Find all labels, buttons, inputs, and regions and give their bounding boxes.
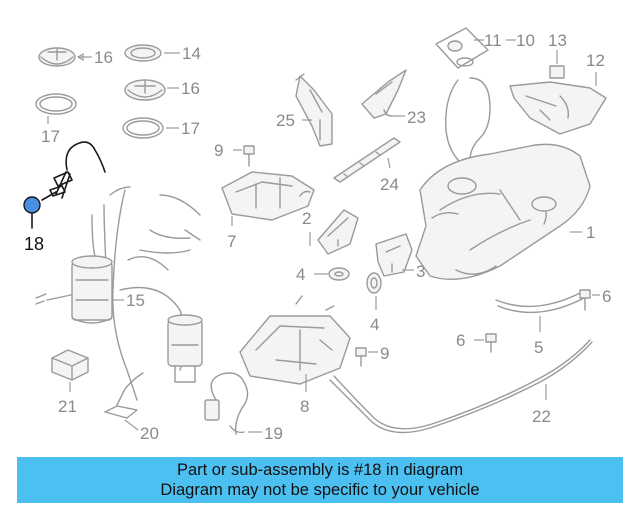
part-16-sender-top [38, 47, 92, 67]
fuel-system-parts-diagram: 16 14 16 17 17 18 [23, 27, 611, 443]
callout-7: 7 [227, 232, 236, 251]
callout-9-upper: 9 [214, 141, 223, 160]
part-16-sender-mid [124, 79, 179, 101]
part-11-cap [435, 27, 489, 69]
part-2-bracket [309, 209, 359, 255]
callout-2: 2 [302, 209, 311, 228]
callout-21: 21 [58, 397, 77, 416]
part-4-grommet-right [366, 272, 382, 310]
part-8-underbody-shield [239, 295, 351, 392]
part-17-seal-right [122, 117, 179, 139]
callout-4-right: 4 [370, 315, 379, 334]
callout-11: 11 [484, 31, 502, 50]
part-25-bracket [295, 73, 333, 147]
callout-17-left: 17 [41, 127, 60, 146]
callout-23: 23 [407, 108, 426, 127]
callout-19: 19 [264, 424, 283, 443]
part-3-bracket [375, 233, 414, 277]
banner-line-2: Diagram may not be specific to your vehi… [160, 481, 480, 499]
part-7-shield [221, 171, 315, 226]
callout-16-top: 16 [94, 48, 113, 67]
callout-8: 8 [300, 397, 309, 416]
part-23-bracket [361, 69, 407, 119]
part-1-fuel-tank [415, 77, 591, 281]
callout-22: 22 [532, 407, 551, 426]
callout-20: 20 [140, 424, 159, 443]
callout-3: 3 [416, 262, 425, 281]
part-24-rail [333, 137, 401, 183]
callout-25: 25 [276, 111, 295, 130]
part-20-line-bracket [104, 372, 144, 431]
part-18-fuel-level-sensor [23, 141, 106, 229]
part-15-fuel-pump-lines [35, 186, 203, 401]
part-22-fuel-lines [329, 339, 593, 434]
part-12-filler-housing [509, 72, 607, 135]
banner-line-1: Part or sub-assembly is #18 in diagram [176, 461, 464, 479]
info-banner: Part or sub-assembly is #18 in diagram D… [17, 457, 623, 503]
part-5-tank-strap [495, 291, 585, 332]
callout-18: 18 [24, 234, 44, 254]
callout-4-left: 4 [296, 265, 305, 284]
part-17-seal-left [35, 93, 77, 124]
callout-24: 24 [380, 175, 399, 194]
part-14-ring [124, 44, 180, 62]
part-9-bolt-lower [355, 347, 378, 367]
callout-10: 10 [516, 31, 535, 50]
part-21-connector [51, 349, 89, 392]
callout-1: 1 [586, 223, 595, 242]
callout-16-mid: 16 [181, 79, 200, 98]
part-13-grommet [549, 50, 565, 79]
callout-17-right: 17 [181, 119, 200, 138]
part-6-bolt-left [474, 333, 497, 353]
callout-6-left: 6 [456, 331, 465, 350]
callout-13: 13 [548, 31, 567, 50]
part-19-harness [204, 372, 262, 435]
callout-6-right: 6 [602, 287, 611, 306]
part-4-grommet-left [314, 267, 350, 281]
part-6-bolt-right [579, 289, 600, 311]
callout-14: 14 [182, 44, 201, 63]
callout-12: 12 [586, 51, 605, 70]
callout-15: 15 [126, 291, 145, 310]
part-9-bolt-upper [233, 145, 255, 167]
callout-5: 5 [534, 338, 543, 357]
callout-9-lower: 9 [380, 344, 389, 363]
